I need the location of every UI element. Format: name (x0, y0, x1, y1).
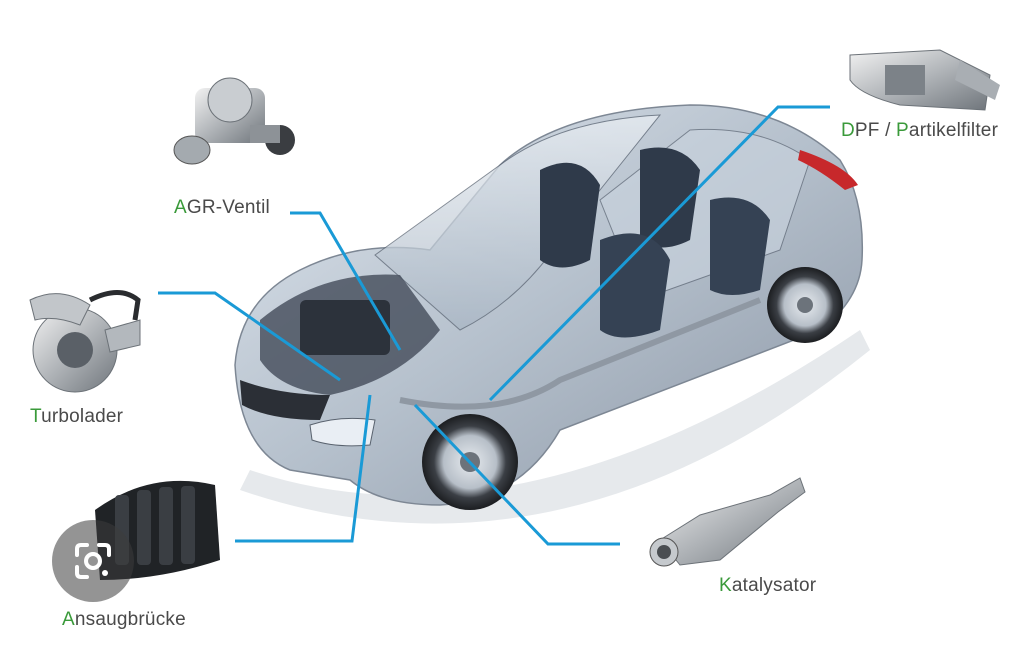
leader-line-kat (413, 403, 620, 546)
seat-front (540, 162, 600, 268)
taillight (798, 150, 858, 190)
leader-lines (158, 105, 830, 546)
label-ansaugbruecke: Ansaugbrücke (62, 609, 186, 630)
turbocharger-image (29, 290, 141, 393)
rear-hub (797, 297, 813, 313)
dpf-image (849, 49, 1000, 111)
grille (240, 380, 330, 420)
leader-line-ansaug (235, 394, 372, 543)
label-turbolader: Turbolader (30, 406, 124, 427)
seat-rear-2 (710, 197, 770, 295)
lens-search-icon (75, 543, 111, 579)
leader-line-turbo (158, 291, 341, 382)
headlight (309, 417, 376, 447)
label-dpf-partikelfilter: DPF / Partikelfilter (841, 120, 999, 141)
lens-search-button[interactable] (52, 520, 134, 602)
engine-block (300, 300, 390, 355)
label-katalysator: Katalysator (719, 575, 817, 596)
windshield (374, 114, 662, 331)
exhaust-line (399, 297, 762, 410)
car-cutaway (234, 104, 870, 524)
car-shadow (240, 330, 870, 524)
agr-valve-image (173, 77, 295, 165)
seat-rear (640, 147, 700, 248)
leader-line-agr (290, 211, 402, 351)
catalytic-converter-image (649, 477, 806, 567)
seat-front-2 (600, 233, 670, 338)
leader-line-dpf (488, 105, 830, 402)
label-agr-ventil: AGR-Ventil (174, 197, 270, 218)
